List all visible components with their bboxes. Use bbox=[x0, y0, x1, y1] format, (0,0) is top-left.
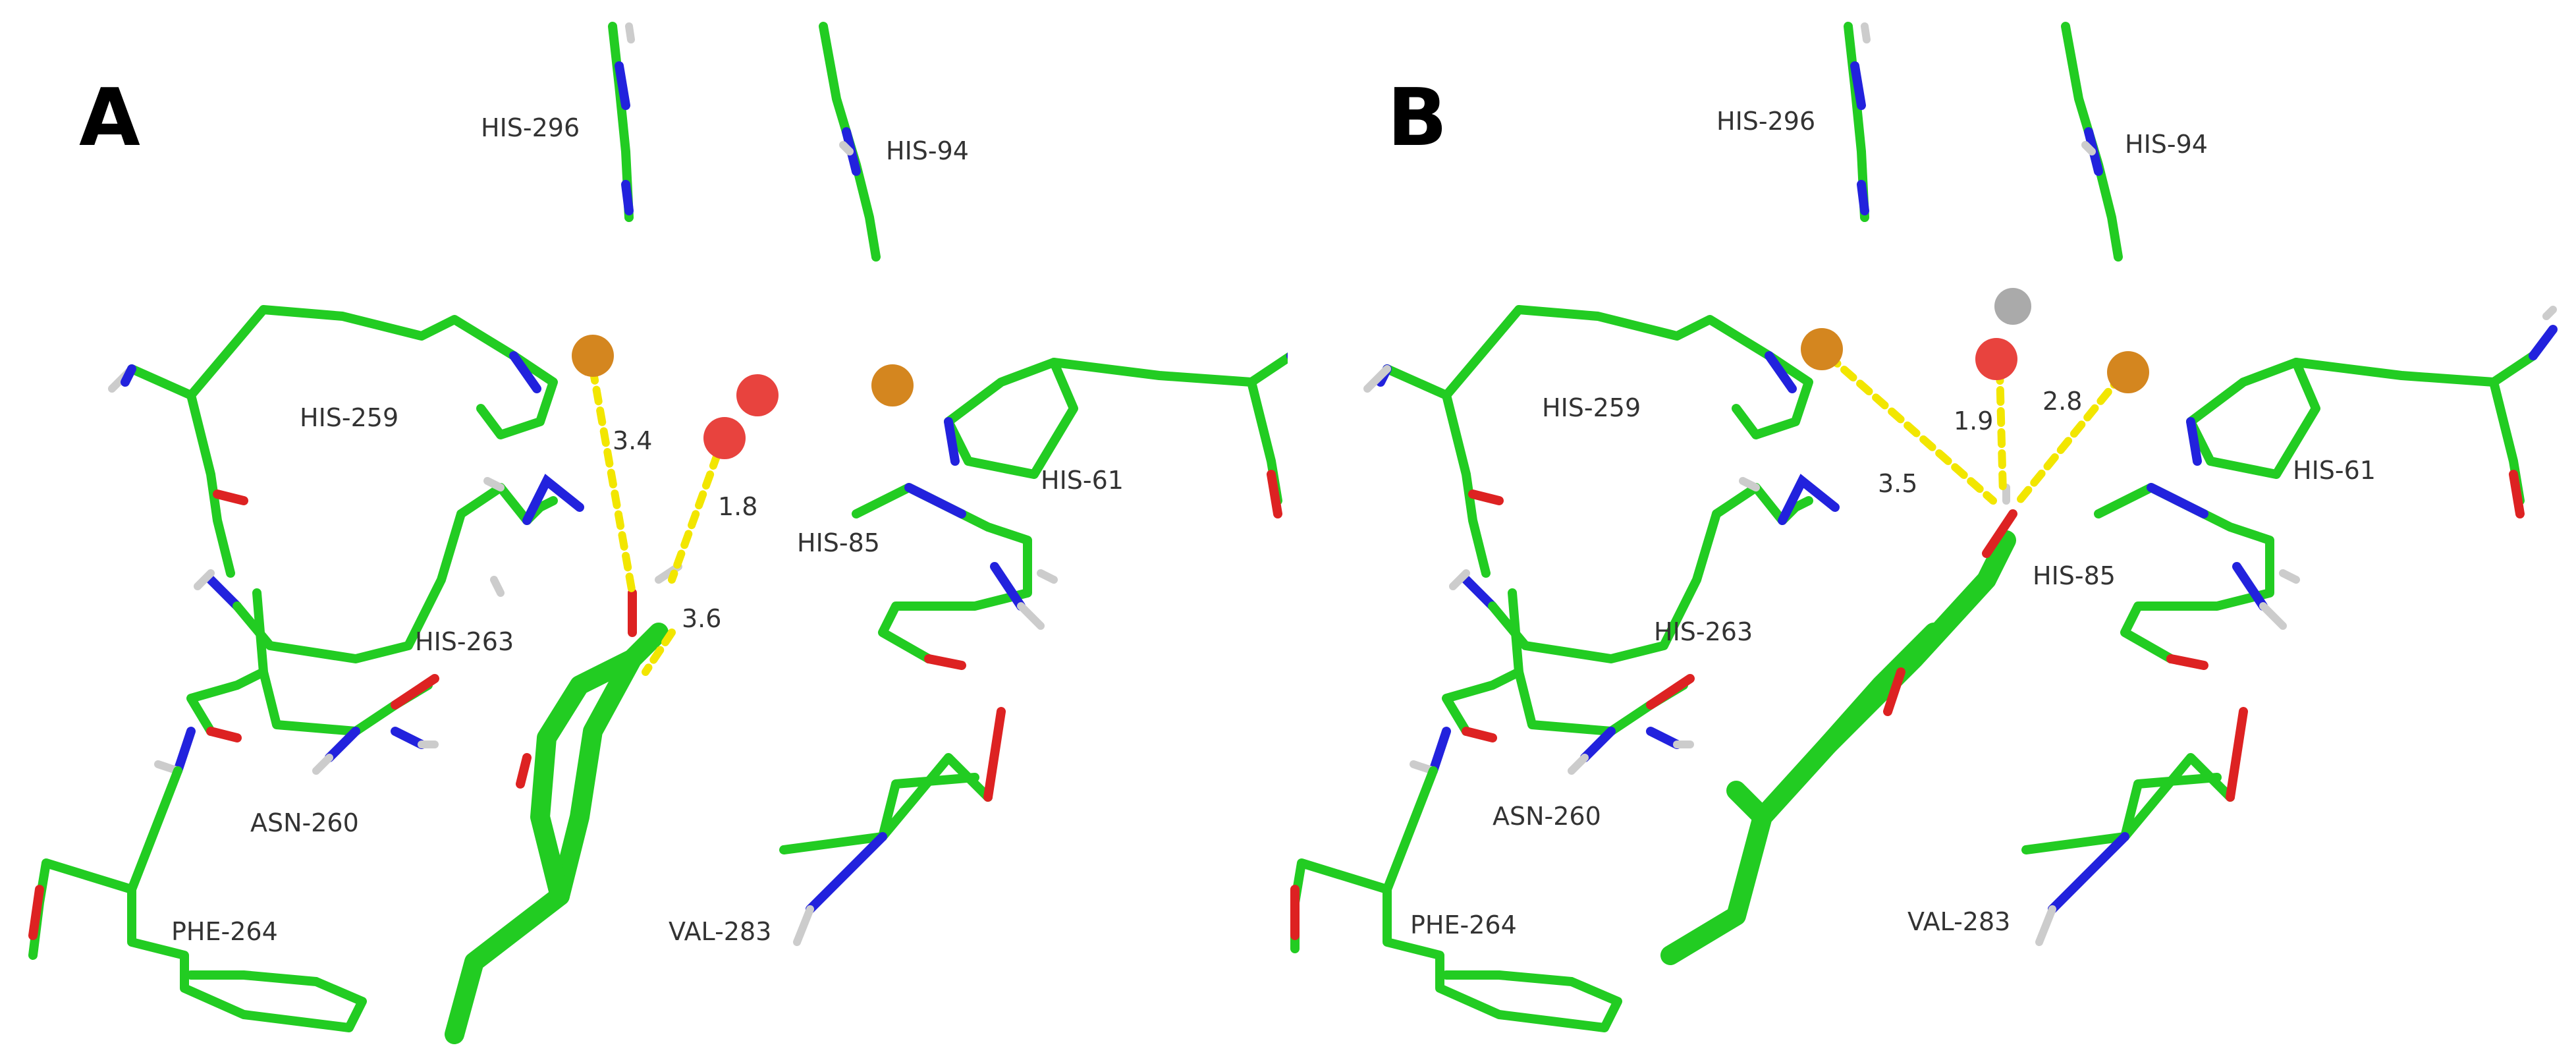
residue-label: HIS-61 bbox=[1041, 466, 1124, 495]
residue-label: PHE-264 bbox=[171, 917, 278, 946]
distance-label: 3.5 bbox=[1878, 469, 1918, 498]
panel-b-structure bbox=[1290, 22, 2558, 1032]
val-283-sticks bbox=[2021, 707, 2248, 946]
panel-b: B HIS-296 HIS-94 HIS-259 HIS-61 HIS-85 H… bbox=[1288, 0, 2576, 1062]
hbond-lines bbox=[1824, 352, 2125, 505]
oxygen-atom bbox=[1975, 338, 2017, 380]
panel-a-structure bbox=[28, 22, 1288, 1044]
val-283-sticks bbox=[779, 707, 1006, 946]
residue-label: VAL-283 bbox=[1907, 907, 2011, 936]
residue-label: PHE-264 bbox=[1410, 910, 1517, 939]
hydrogen-atom bbox=[1994, 288, 2031, 325]
distance-label: 1.9 bbox=[1954, 406, 1994, 435]
residue-label: HIS-94 bbox=[2125, 130, 2208, 159]
his-85-sticks bbox=[852, 483, 1058, 670]
oxygen-atom bbox=[736, 374, 779, 416]
oxygen-atom bbox=[703, 417, 746, 459]
ligand-sticks bbox=[1660, 484, 2017, 965]
residue-label: HIS-259 bbox=[1542, 393, 1641, 422]
his-61-sticks bbox=[944, 352, 1288, 518]
residue-label: HIS-263 bbox=[415, 627, 514, 656]
distance-label: 2.8 bbox=[2042, 387, 2083, 416]
copper-ion bbox=[1801, 328, 1843, 370]
residue-label: VAL-283 bbox=[669, 917, 772, 946]
residue-label: HIS-85 bbox=[797, 528, 880, 557]
residue-label: HIS-259 bbox=[300, 403, 399, 432]
residue-label: HIS-296 bbox=[481, 113, 580, 142]
copper-ion bbox=[572, 335, 614, 377]
residue-label: HIS-61 bbox=[2293, 456, 2376, 485]
hbond-lines bbox=[589, 365, 728, 676]
distance-label: 3.6 bbox=[682, 604, 722, 633]
left-backbone-sticks bbox=[108, 305, 584, 663]
residue-label: HIS-296 bbox=[1716, 107, 1816, 136]
copper-ion bbox=[871, 364, 914, 406]
his-94-sticks bbox=[819, 22, 881, 262]
distance-label: 3.4 bbox=[613, 426, 653, 455]
panel-a: A HIS-296 HIS-94 HIS-259 HIS-61 HIS-85 H… bbox=[28, 22, 1288, 1044]
residue-label: HIS-263 bbox=[1654, 617, 1753, 646]
residue-label: ASN-260 bbox=[1493, 802, 1601, 831]
distance-label: 1.8 bbox=[718, 492, 758, 521]
panel-label: A bbox=[79, 72, 140, 164]
panel-label: B bbox=[1387, 72, 1448, 164]
residue-label: HIS-85 bbox=[2033, 561, 2116, 590]
his-85-sticks bbox=[2094, 483, 2300, 670]
his-61-sticks bbox=[2186, 306, 2558, 518]
his-94-sticks bbox=[2061, 22, 2123, 262]
residue-label: ASN-260 bbox=[250, 808, 359, 837]
lower-left-sticks bbox=[1290, 588, 1695, 1032]
residue-label: HIS-94 bbox=[886, 136, 969, 165]
copper-ion bbox=[2107, 351, 2149, 393]
left-backbone-sticks bbox=[1363, 305, 1840, 663]
lower-left-sticks bbox=[28, 588, 439, 1032]
his-296-sticks bbox=[608, 22, 635, 222]
ligand-sticks bbox=[445, 563, 682, 1044]
his-296-sticks bbox=[1844, 22, 1871, 222]
